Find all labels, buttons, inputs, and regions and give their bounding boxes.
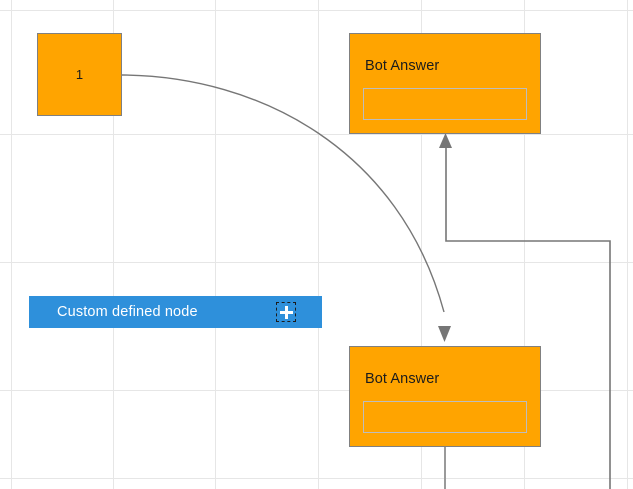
custom-defined-node-label: Custom defined node — [57, 304, 198, 320]
plus-icon[interactable] — [276, 302, 296, 322]
node-bot-answer-bottom-title: Bot Answer — [365, 371, 440, 387]
node-bot-answer-top[interactable]: Bot Answer — [349, 33, 541, 134]
grid-line-vertical-2 — [215, 0, 216, 489]
grid-line-horizontal-1 — [0, 134, 633, 135]
node-bot-answer-top-title: Bot Answer — [365, 58, 440, 74]
node-bot-answer-bottom-slot[interactable] — [363, 401, 527, 433]
grid-line-horizontal-2 — [0, 262, 633, 263]
node-1-label: 1 — [75, 67, 84, 82]
grid-line-horizontal-4 — [0, 478, 633, 479]
grid-line-vertical-0 — [11, 0, 12, 489]
grid-line-vertical-6 — [627, 0, 628, 489]
node-bot-answer-bottom[interactable]: Bot Answer — [349, 346, 541, 447]
custom-defined-node-button[interactable]: Custom defined node — [29, 296, 322, 328]
node-bot-answer-top-slot[interactable] — [363, 88, 527, 120]
arrowhead-up-icon — [439, 133, 452, 148]
arrowhead-down-icon — [438, 326, 451, 342]
plus-icon-vertical-bar — [284, 305, 288, 319]
grid-line-vertical-3 — [318, 0, 319, 489]
node-1[interactable]: 1 — [37, 33, 122, 116]
grid-line-horizontal-0 — [0, 10, 633, 11]
